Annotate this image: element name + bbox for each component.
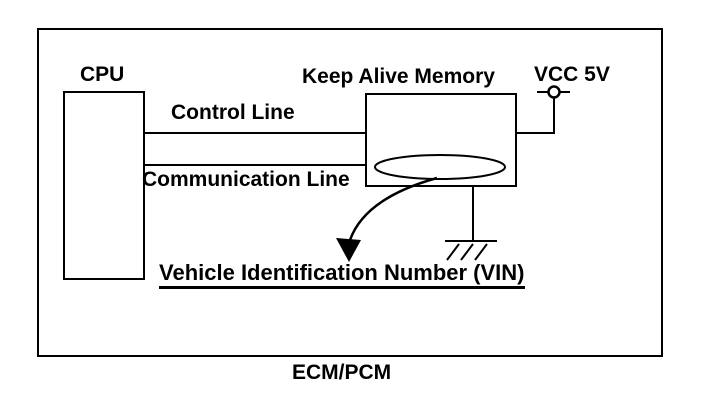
control-line-label: Control Line (171, 101, 295, 124)
keep-alive-memory-box (365, 93, 517, 187)
cpu-label: CPU (80, 63, 125, 86)
control-line-wire (145, 132, 365, 134)
vcc-5v-label: VCC 5V (534, 63, 610, 86)
keep-alive-memory-label: Keep Alive Memory (302, 65, 495, 88)
communication-line-wire (145, 164, 365, 166)
ecm-pcm-label: ECM/PCM (292, 361, 392, 384)
cpu-box (63, 91, 145, 280)
ecm-pcm-enclosure-box (37, 28, 663, 357)
vin-label: Vehicle Identification Number (VIN) (159, 262, 525, 289)
communication-line-label: Communication Line (142, 168, 350, 191)
